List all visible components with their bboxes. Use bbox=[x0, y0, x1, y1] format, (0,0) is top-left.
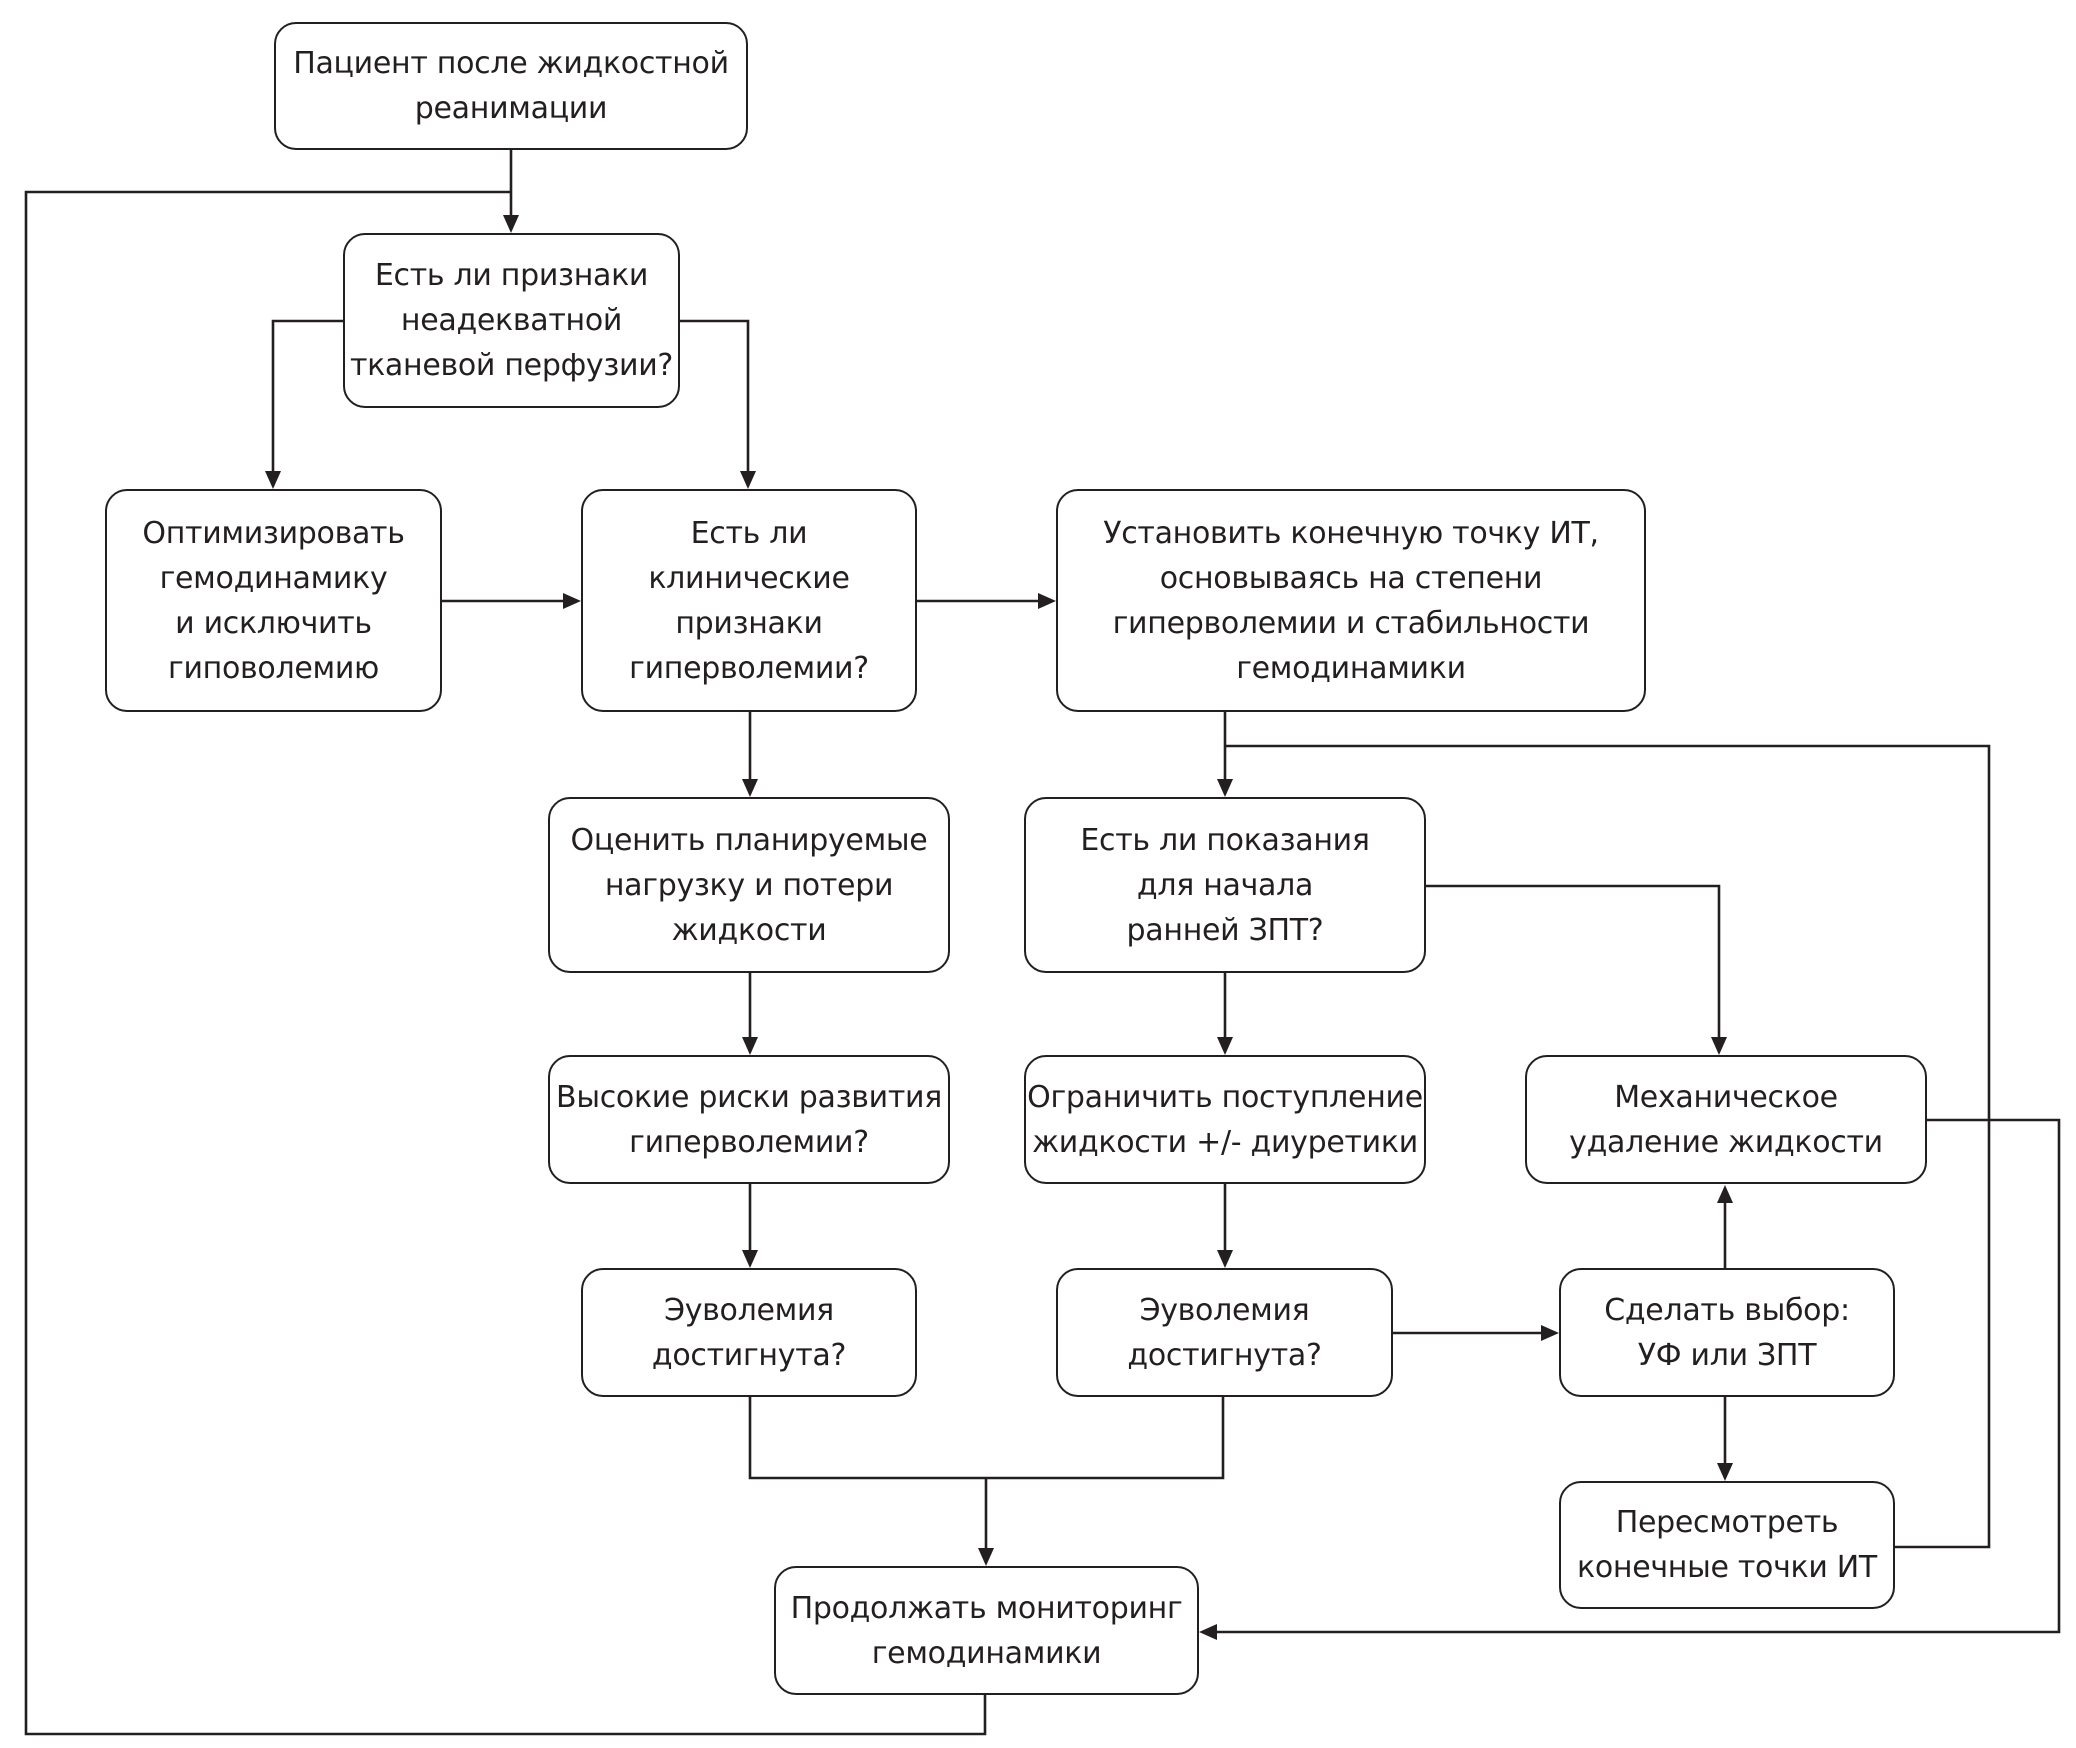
arrowhead-icon bbox=[265, 471, 281, 489]
node-mechanical-removal: Механическое удаление жидкости bbox=[1525, 1055, 1927, 1184]
arrowhead-icon bbox=[503, 215, 519, 233]
arrowhead-icon bbox=[1038, 593, 1056, 609]
node-early-rrt-question-label: Есть ли показания для начала ранней ЗПТ? bbox=[1080, 822, 1370, 948]
node-restrict-fluids: Ограничить поступление жидкости +/- диур… bbox=[1024, 1055, 1426, 1184]
node-early-rrt-question: Есть ли показания для начала ранней ЗПТ? bbox=[1024, 797, 1426, 973]
arrowhead-icon bbox=[740, 471, 756, 489]
node-hypervolemia-signs-question: Есть ли клинические признаки гиперволеми… bbox=[581, 489, 917, 712]
arrowhead-icon bbox=[1717, 1463, 1733, 1481]
node-restrict-fluids-label: Ограничить поступление жидкости +/- диур… bbox=[1027, 1079, 1423, 1160]
arrowhead-icon bbox=[1199, 1624, 1217, 1640]
arrowhead-icon bbox=[1541, 1325, 1559, 1341]
node-continue-monitoring-label: Продолжать мониторинг гемодинамики bbox=[790, 1590, 1183, 1671]
edge-early-rrt-to-mechanical bbox=[1425, 884, 1721, 1042]
node-high-risk-question: Высокие риски развития гиперволемии? bbox=[548, 1055, 950, 1184]
node-optimize-hemodynamics: Оптимизировать гемодинамику и исключить … bbox=[105, 489, 442, 712]
arrowhead-icon bbox=[1217, 1250, 1233, 1268]
node-set-endpoint-label: Установить конечную точку ИТ, основываяс… bbox=[1103, 515, 1599, 686]
node-euvolemia-left-question-label: Эуволемия достигнута? bbox=[651, 1292, 847, 1373]
node-perfusion-question: Есть ли признаки неадекватной тканевой п… bbox=[343, 233, 680, 408]
arrowhead-icon bbox=[1217, 1037, 1233, 1055]
node-make-choice-label: Сделать выбор: УФ или ЗПТ bbox=[1604, 1292, 1850, 1373]
node-make-choice: Сделать выбор: УФ или ЗПТ bbox=[1559, 1268, 1895, 1397]
node-review-endpoints-label: Пересмотреть конечные точки ИТ bbox=[1577, 1505, 1877, 1585]
node-perfusion-question-label: Есть ли признаки неадекватной тканевой п… bbox=[349, 258, 674, 383]
arrowhead-icon bbox=[1217, 779, 1233, 797]
node-optimize-hemodynamics-label: Оптимизировать гемодинамику и исключить … bbox=[142, 515, 405, 686]
edge-perfusion-to-optimize bbox=[271, 319, 344, 476]
edge-monitor-loop-to-perfusion bbox=[24, 190, 987, 1736]
arrowhead-icon bbox=[1717, 1185, 1733, 1203]
node-mechanical-removal-label: Механическое удаление жидкости bbox=[1569, 1079, 1883, 1160]
arrowhead-icon bbox=[978, 1548, 994, 1566]
node-start-label: Пациент после жидкостной реанимации bbox=[293, 46, 729, 126]
node-euvolemia-left-question: Эуволемия достигнута? bbox=[581, 1268, 917, 1397]
node-continue-monitoring: Продолжать мониторинг гемодинамики bbox=[774, 1566, 1199, 1695]
arrowhead-icon bbox=[742, 779, 758, 797]
node-high-risk-question-label: Высокие риски развития гиперволемии? bbox=[556, 1079, 942, 1160]
node-hypervolemia-signs-question-label: Есть ли клинические признаки гиперволеми… bbox=[629, 515, 869, 686]
node-assess-fluid-load: Оценить планируемые нагрузку и потери жи… bbox=[548, 797, 950, 973]
node-euvolemia-mid-question-label: Эуволемия достигнута? bbox=[1127, 1292, 1322, 1373]
node-set-endpoint: Установить конечную точку ИТ, основываяс… bbox=[1056, 489, 1646, 712]
edge-mechanical-to-monitor bbox=[1212, 1118, 2061, 1634]
arrowhead-icon bbox=[742, 1037, 758, 1055]
arrowhead-icon bbox=[742, 1250, 758, 1268]
node-start: Пациент после жидкостной реанимации bbox=[274, 22, 748, 150]
edge-euvolemia-left-merge bbox=[748, 1397, 1225, 1480]
edge-review-to-early-rrt bbox=[1225, 744, 1991, 1549]
arrowhead-icon bbox=[1711, 1037, 1727, 1055]
arrowhead-icon bbox=[563, 593, 581, 609]
node-euvolemia-mid-question: Эуволемия достигнута? bbox=[1056, 1268, 1393, 1397]
node-review-endpoints: Пересмотреть конечные точки ИТ bbox=[1559, 1481, 1895, 1609]
edge-perfusion-to-hypervolemia bbox=[679, 319, 750, 476]
node-assess-fluid-load-label: Оценить планируемые нагрузку и потери жи… bbox=[570, 822, 928, 948]
